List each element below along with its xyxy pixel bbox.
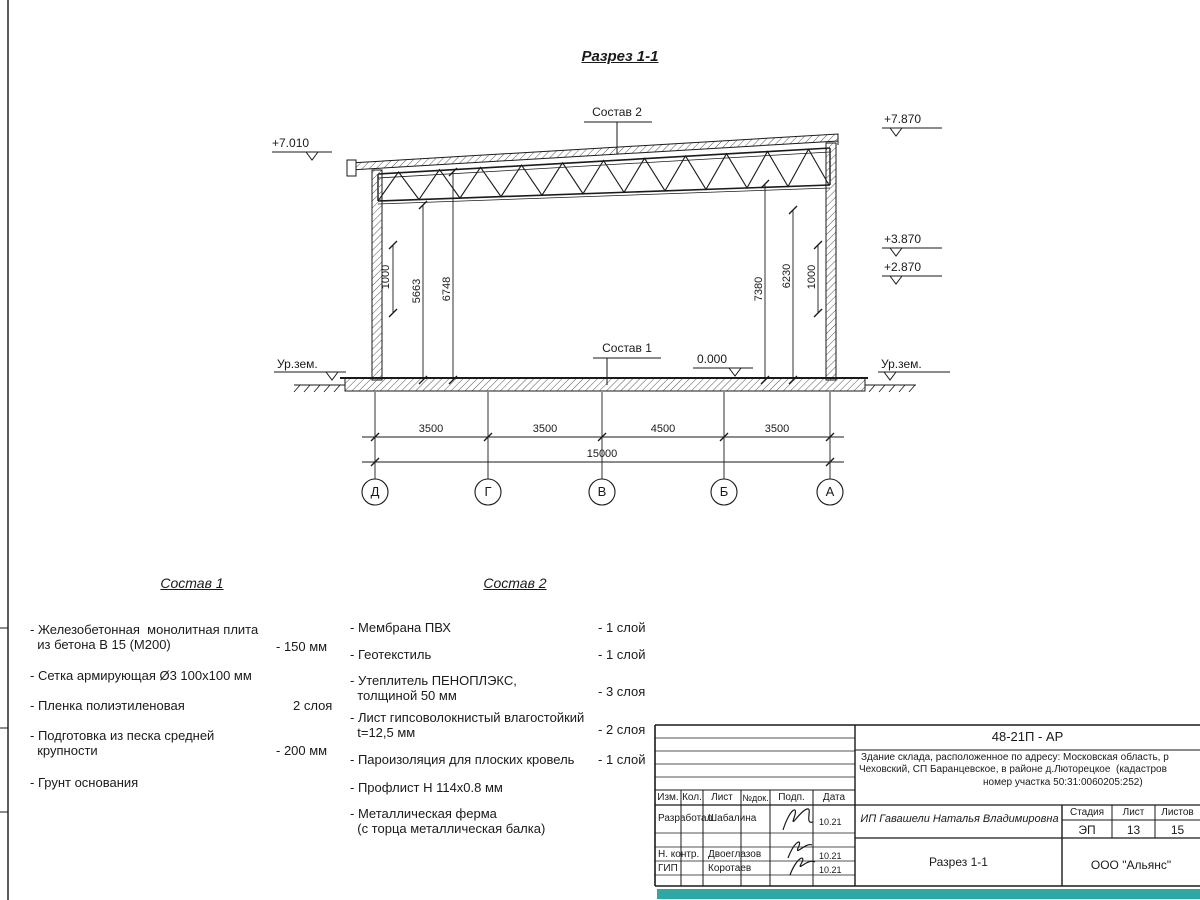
sheet-frame [0, 0, 9, 900]
project-description-line1: Здание склада, расположенное по адресу: … [861, 752, 1169, 763]
elevation-zero: 0.000 [697, 352, 728, 366]
composition2-item-value: - 1 слой [598, 647, 646, 662]
composition1-item: - Железобетонная монолитная плита из бет… [30, 622, 259, 652]
project-description-line2: Чеховский, СП Баранцевское, в районе д.Л… [859, 764, 1167, 775]
composition2-item: - Профлист Н 114х0.8 мм [350, 780, 503, 795]
company-name: ООО "Альянс" [1090, 858, 1172, 872]
row-date: 10.21 [819, 817, 842, 827]
composition1-item: - Подготовка из песка средней крупности [30, 728, 215, 758]
horizontal-dimensions [361, 392, 844, 506]
axis-bubble-b: Б [719, 484, 729, 499]
hdim-total-15000: 15000 [586, 448, 618, 460]
composition1-item-value: - 150 мм [276, 639, 328, 654]
elevation-right-low: +2.870 [884, 260, 922, 274]
sheets-header: Листов [1161, 807, 1194, 818]
sheet-header: Лист [1122, 807, 1145, 818]
row-role-nkontr: Н. контр. [658, 849, 700, 860]
elevation-left-top: +7.010 [272, 136, 310, 150]
label-sostav1: Состав 1 [602, 341, 652, 355]
roof [346, 133, 839, 177]
header-col-kol: Кол. [682, 792, 702, 803]
composition1-item-value: 2 слоя [293, 698, 333, 713]
composition1-item: - Сетка армирующая Ø3 100х100 мм [30, 668, 252, 683]
elevation-right-top: +7.870 [884, 112, 922, 126]
composition2-item-value: - 2 слоя [598, 722, 646, 737]
composition1-heading: Состав 1 [160, 575, 224, 591]
header-col-ndok: №док. [742, 793, 769, 803]
signature-gip [789, 857, 816, 876]
vdim-1000-right: 1000 [806, 264, 818, 290]
dimension-ticks [388, 167, 823, 385]
hdim-3500-1: 3500 [418, 423, 444, 435]
project-description-line3: номер участка 50:31:0060205:252) [983, 777, 1143, 788]
composition2-item-value: - 1 слой [598, 752, 646, 767]
stage-value: ЭП [1078, 823, 1096, 837]
axis-bubble-g: Г [484, 484, 492, 499]
leader-lines [584, 121, 661, 385]
composition1-item-value: - 200 мм [276, 743, 328, 758]
row-name-dvoeglazov: Двоеглазов [708, 849, 762, 860]
elevation-marks [272, 127, 950, 381]
header-col-list: Лист [711, 792, 733, 803]
vertical-dimensions [388, 167, 823, 385]
composition2-item: - Металлическая ферма (с торца металличе… [350, 806, 546, 836]
row-date: 10.21 [819, 865, 842, 875]
roof-truss [377, 147, 831, 205]
page-title: Разрез 1-1 [581, 48, 659, 65]
label-sostav2: Состав 2 [592, 105, 642, 119]
header-col-podp: Подп. [778, 792, 805, 803]
ground-level-right: Ур.зем. [881, 357, 922, 371]
client-name: ИП Гавашели Наталья Владимировна [860, 813, 1059, 825]
composition2-item-value: - 1 слой [598, 620, 646, 635]
composition2-item-value: - 3 слоя [598, 684, 646, 699]
sheets-total: 15 [1170, 823, 1185, 837]
composition2-heading: Состав 2 [483, 575, 547, 591]
composition2-item: - Утеплитель ПЕНОПЛЭКС, толщиной 50 мм [350, 673, 517, 703]
vdim-6230: 6230 [781, 263, 793, 289]
title-block-grid [654, 724, 1200, 887]
vdim-6748: 6748 [441, 276, 453, 302]
row-role-razrabotal: Разработал [658, 813, 713, 824]
header-col-izm: Изм. [657, 792, 679, 803]
axis-bubble-d: Д [370, 484, 380, 499]
floor-slab [293, 377, 916, 393]
signatures [782, 808, 816, 876]
document-code: 48-21П - АР [991, 729, 1064, 744]
composition2-item: - Лист гипсоволокнистый влагостойкий t=1… [350, 710, 585, 740]
signature-razrabotal [782, 808, 814, 831]
hdim-4500: 4500 [650, 423, 676, 435]
header-col-data: Дата [822, 792, 846, 803]
composition1-item: - Пленка полиэтиленовая [30, 698, 185, 713]
row-role-gip: ГИП [658, 863, 678, 874]
axis-bubble-a: А [825, 484, 835, 499]
composition2-item: - Пароизоляция для плоских кровель [350, 752, 575, 767]
hdim-3500-2: 3500 [532, 423, 558, 435]
vdim-1000-left: 1000 [380, 264, 392, 290]
row-date: 10.21 [819, 851, 842, 861]
ground-level-left: Ур.зем. [277, 357, 318, 371]
axis-bubbles [361, 478, 844, 506]
ground-hatch [293, 384, 916, 393]
elevation-right-mid: +3.870 [884, 232, 922, 246]
signature-nkontr [787, 841, 813, 859]
axis-bubble-v: В [597, 484, 607, 499]
composition1-item: - Грунт основания [30, 775, 139, 790]
row-name-shabalina: Шабалина [708, 813, 757, 824]
vdim-7380: 7380 [753, 276, 765, 302]
vdim-5663: 5663 [411, 278, 423, 304]
composition2-item: - Геотекстиль [350, 647, 432, 662]
row-name-korotaev: Коротаев [708, 863, 752, 874]
sheet-number: 13 [1126, 823, 1141, 837]
composition2-item: - Мембрана ПВХ [350, 620, 451, 635]
hdim-3500-3: 3500 [764, 423, 790, 435]
stage-header: Стадия [1069, 807, 1105, 818]
teal-strip [657, 889, 1200, 899]
sheet-title: Разрез 1-1 [929, 855, 988, 869]
